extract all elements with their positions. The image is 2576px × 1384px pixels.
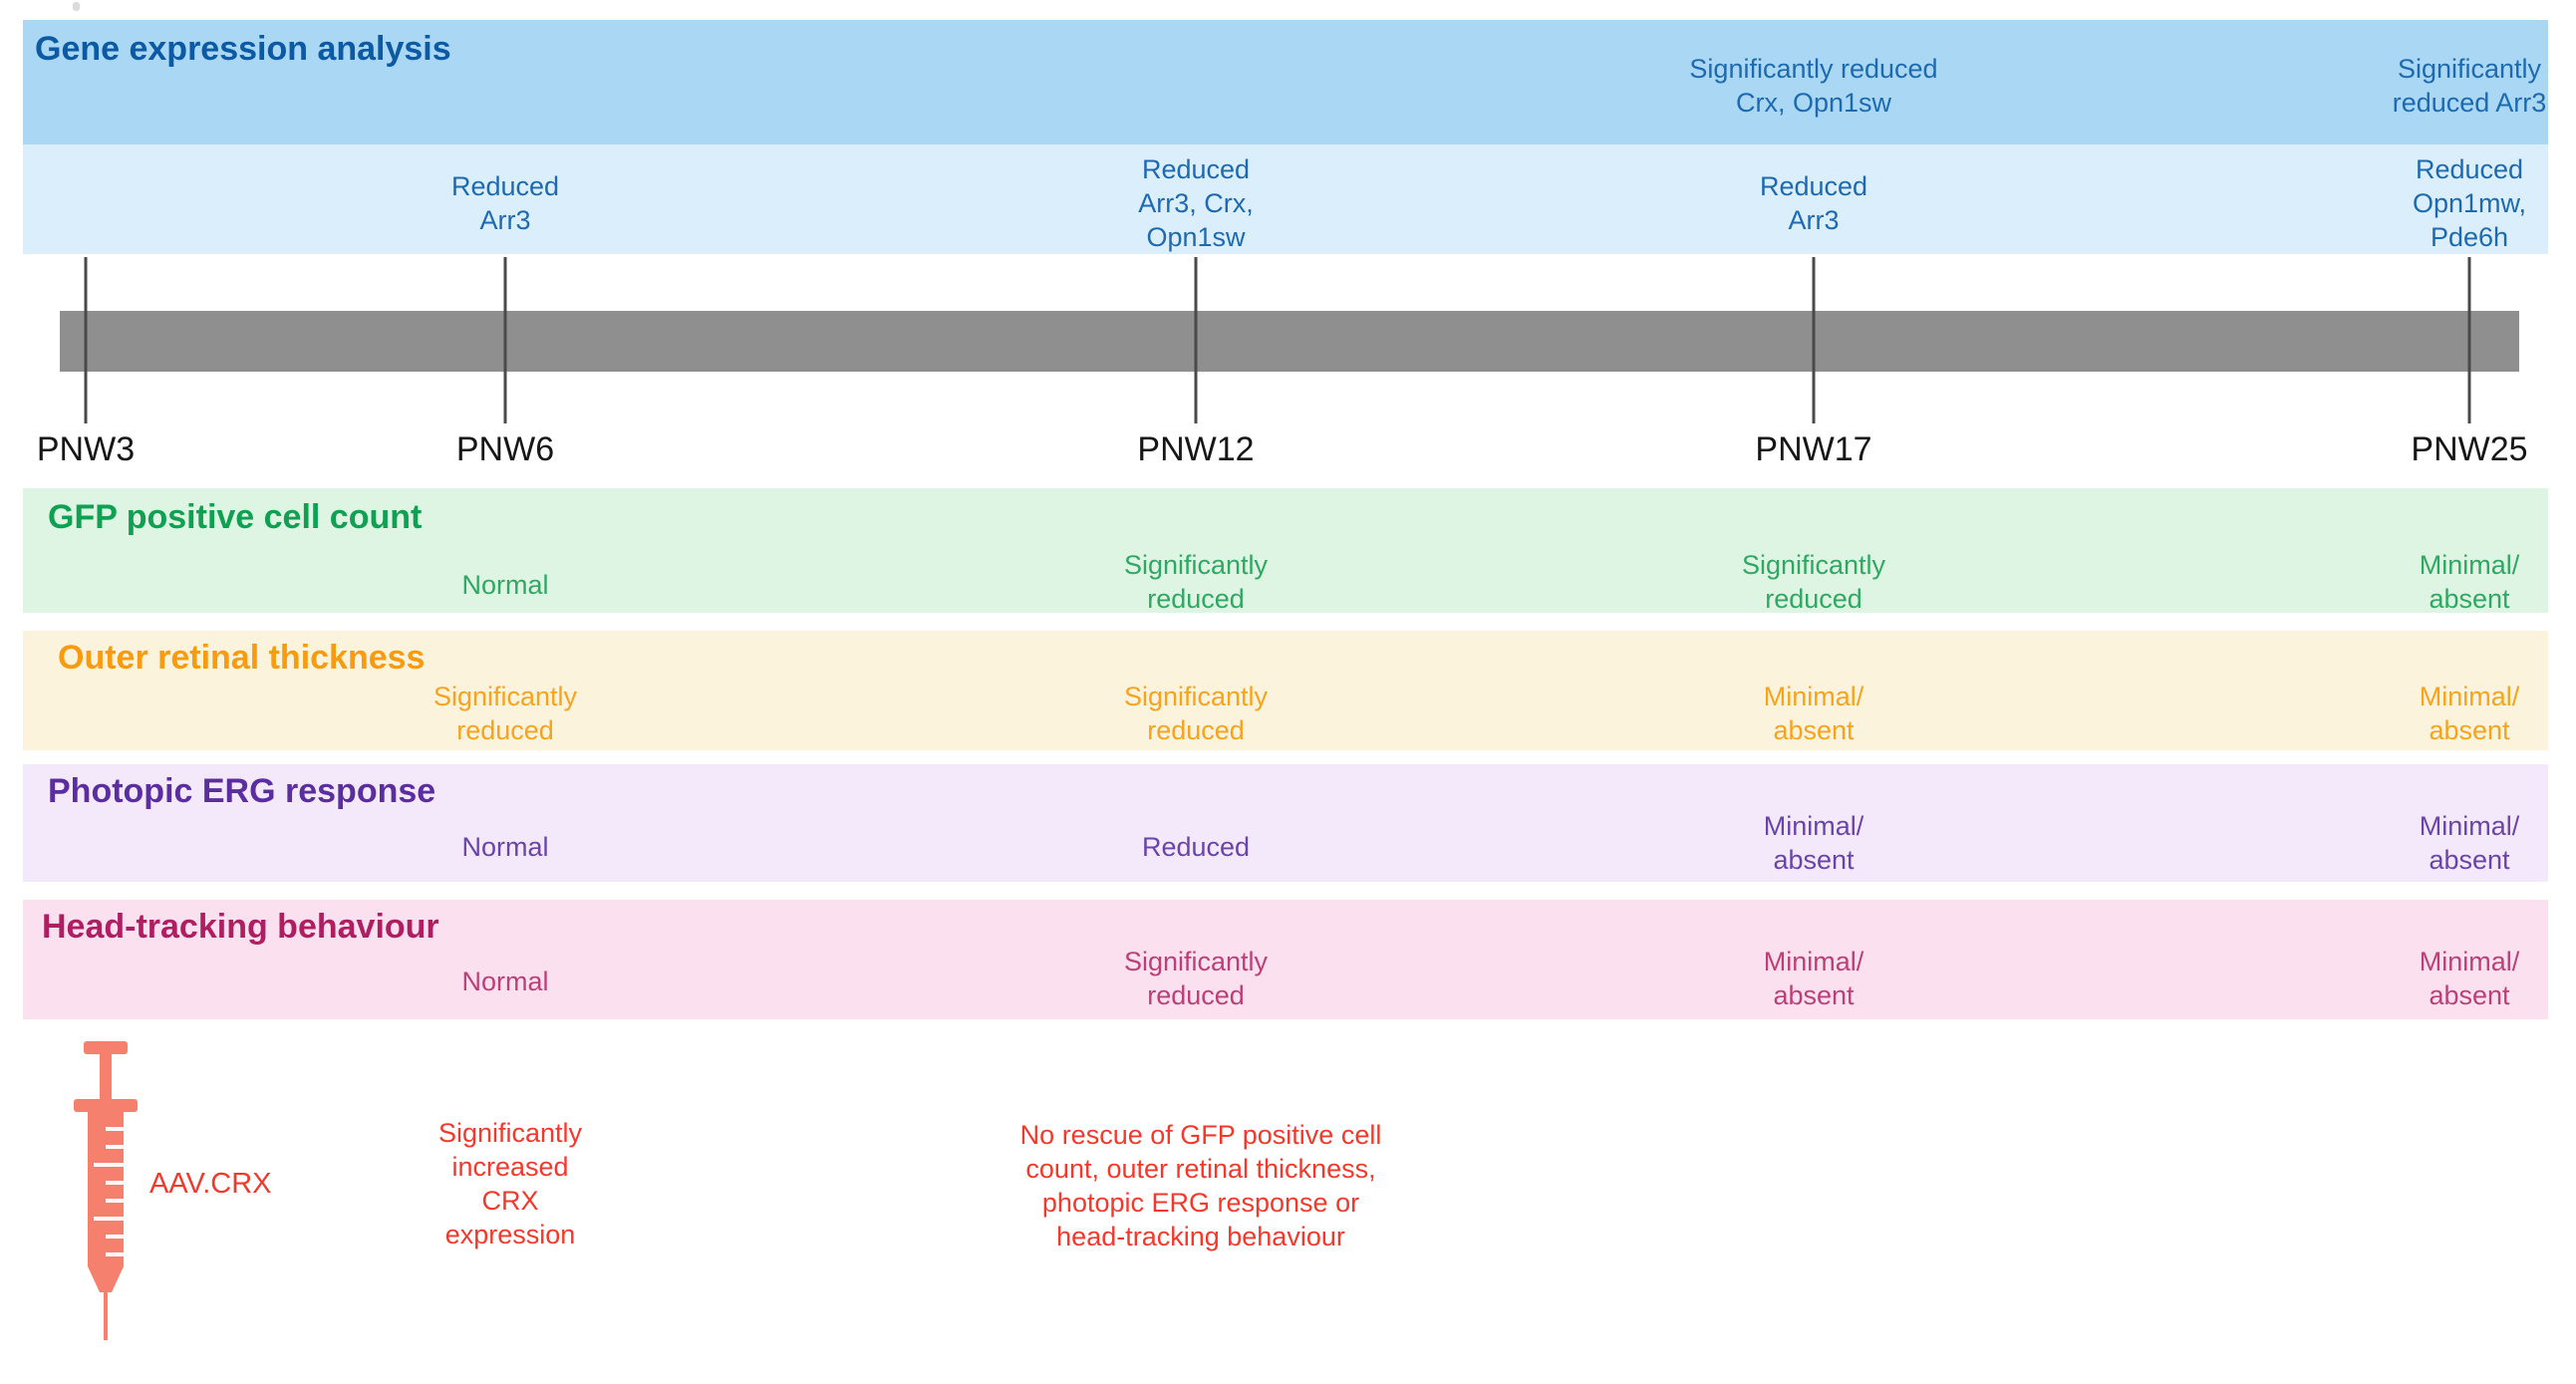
syringe-icon: [74, 1041, 138, 1340]
injection-note-pnw6: Significantly increased CRX expression: [437, 1118, 583, 1249]
band-outer-retinal-thickness: [23, 631, 2548, 750]
outer-retinal-pnw25: Minimal/ absent: [2419, 682, 2520, 745]
photopic-erg-pnw6: Normal: [461, 832, 549, 862]
gene-expression-reduced-pnw25: Reduced Opn1mw, Pde6h: [2412, 154, 2527, 252]
timeline-tick-pnw12: [1194, 257, 1198, 423]
band-gene-expression-reduced: [23, 144, 2548, 254]
outer-retinal-pnw6: Significantly reduced: [432, 682, 578, 745]
timeline-tick-pnw3: [84, 257, 88, 423]
band-head-tracking: [23, 900, 2548, 1019]
head-tracking-pnw25: Minimal/ absent: [2419, 947, 2520, 1010]
gfp-pnw17: Significantly reduced: [1741, 550, 1886, 614]
timepoint-label-pnw6: PNW6: [455, 430, 555, 468]
timeline-tick-pnw6: [503, 257, 507, 423]
gene-expression-significant-pnw17: Significantly reduced Crx, Opn1sw: [1689, 54, 1938, 118]
gene-expression-reduced-pnw17: Reduced Arr3: [1759, 171, 1868, 235]
photopic-erg-pnw25: Minimal/ absent: [2419, 811, 2520, 875]
outer-retinal-title: Outer retinal thickness: [58, 639, 426, 677]
gene-expression-reduced-pnw6: Reduced Arr3: [450, 171, 560, 235]
gfp-title: GFP positive cell count: [48, 498, 423, 536]
photopic-erg-pnw17: Minimal/ absent: [1763, 811, 1864, 875]
band-gene-expression-significant: [23, 20, 2548, 144]
gene-expression-significant-pnw25: Significantly reduced Arr3: [2392, 54, 2547, 118]
timepoint-label-pnw25: PNW25: [2411, 430, 2528, 468]
band-photopic-erg: [23, 764, 2548, 882]
band-gfp-cell-count: [23, 488, 2548, 613]
timeline-tick-pnw17: [1812, 257, 1816, 423]
timepoint-label-pnw17: PNW17: [1755, 430, 1872, 468]
gfp-pnw25: Minimal/ absent: [2419, 550, 2520, 614]
timeline-bar: [60, 311, 2519, 372]
timeline-tick-pnw25: [2467, 257, 2471, 423]
photopic-erg-pnw12: Reduced: [1141, 832, 1251, 862]
head-tracking-pnw12: Significantly reduced: [1123, 947, 1269, 1010]
gfp-pnw12: Significantly reduced: [1123, 550, 1269, 614]
gene-expression-reduced-pnw12: Reduced Arr3, Crx, Opn1sw: [1138, 154, 1254, 252]
timepoint-label-pnw12: PNW12: [1137, 430, 1255, 468]
injection-note-pnw12: No rescue of GFP positive cell count, ou…: [1019, 1120, 1382, 1251]
head-tracking-title: Head-tracking behaviour: [42, 908, 439, 946]
head-tracking-pnw17: Minimal/ absent: [1763, 947, 1864, 1010]
injection-label: AAV.CRX: [149, 1168, 272, 1200]
head-tracking-pnw6: Normal: [461, 967, 549, 996]
scan-artifact-mark: [73, 2, 80, 11]
gfp-pnw6: Normal: [461, 570, 549, 600]
gene-expression-title: Gene expression analysis: [35, 30, 451, 68]
timepoint-label-pnw3: PNW3: [36, 430, 136, 468]
photopic-erg-title: Photopic ERG response: [48, 772, 436, 810]
outer-retinal-pnw17: Minimal/ absent: [1763, 682, 1864, 745]
outer-retinal-pnw12: Significantly reduced: [1123, 682, 1269, 745]
